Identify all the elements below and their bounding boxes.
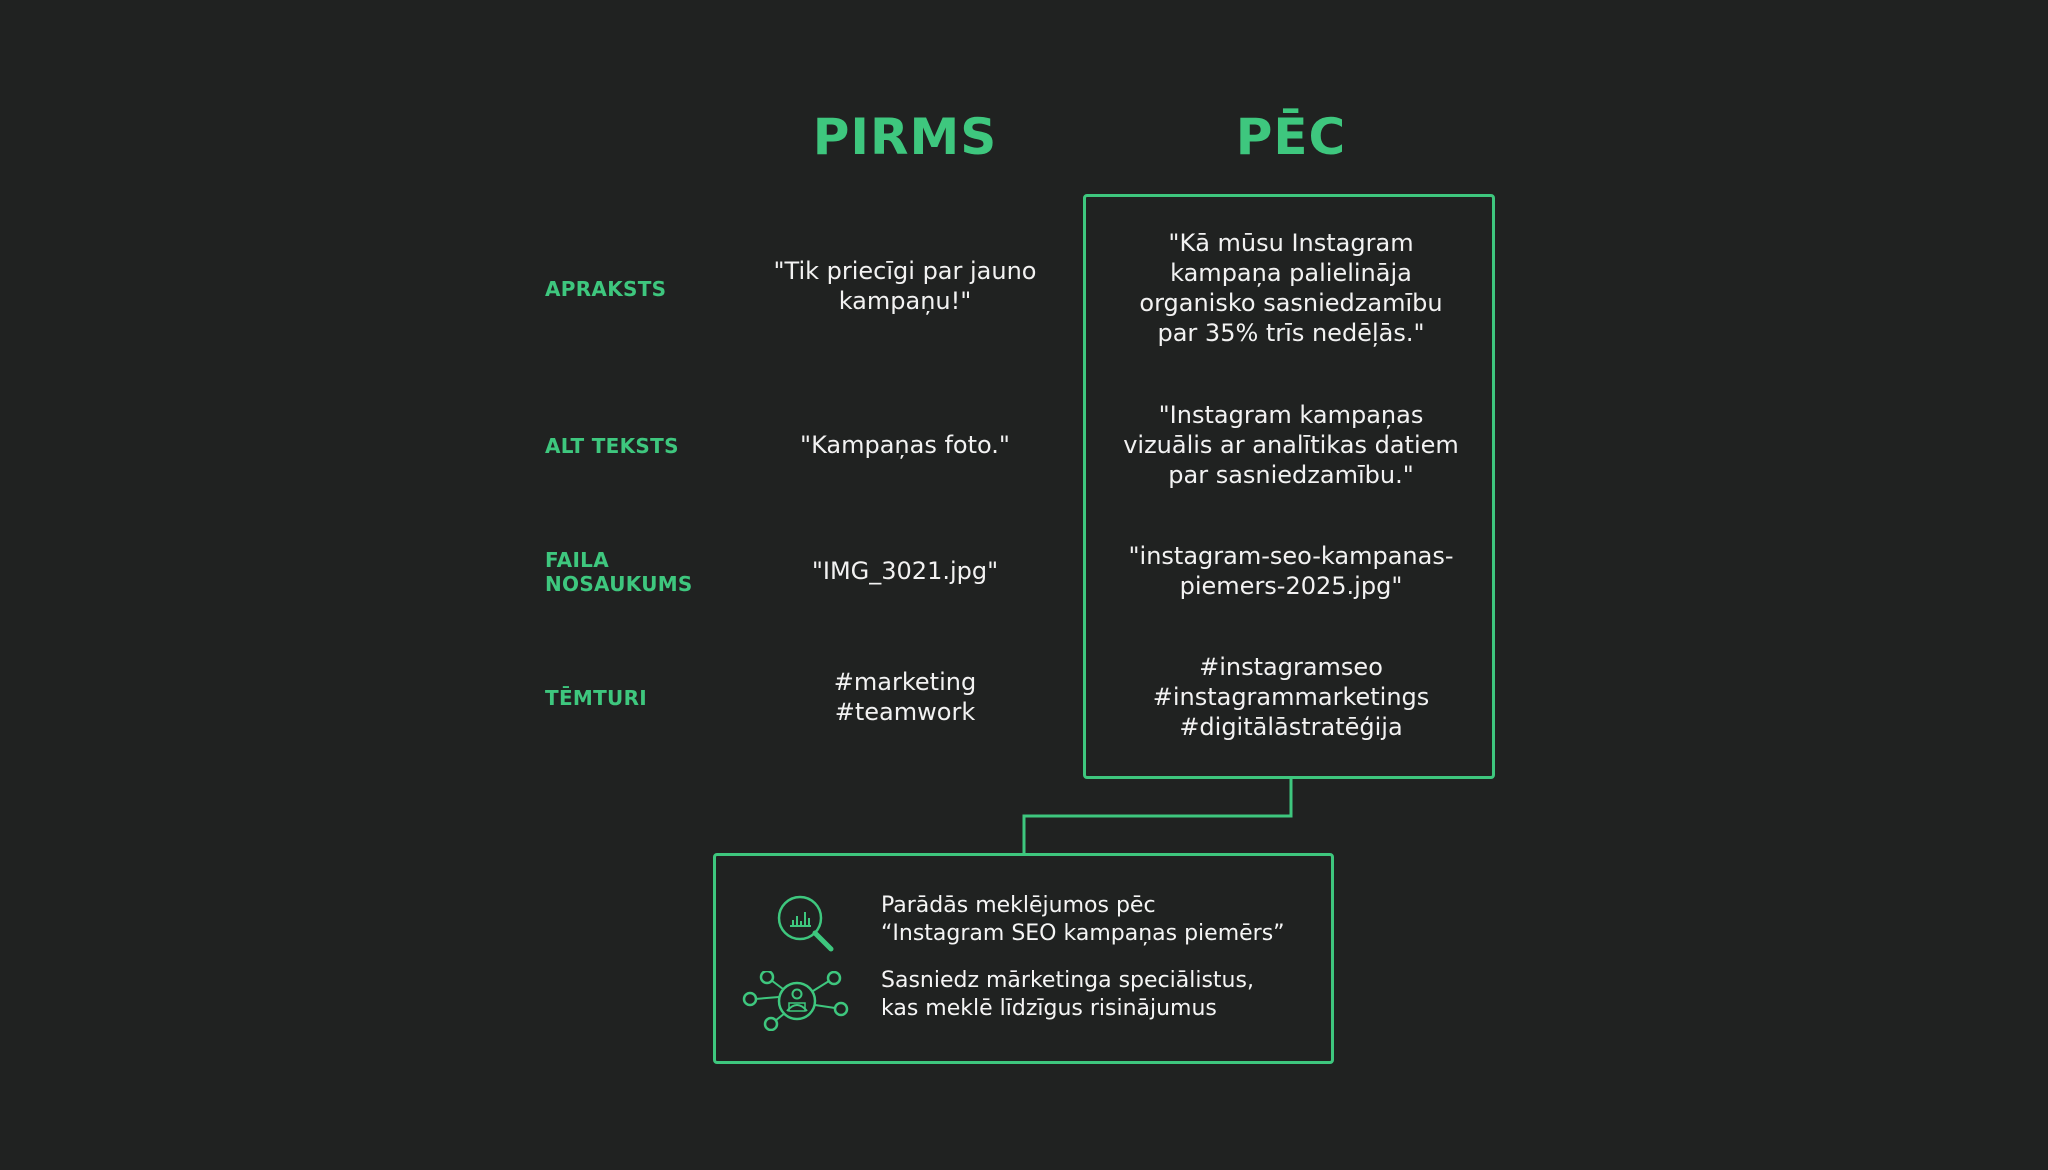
column-title-before: PIRMS [812,108,998,166]
before-alt-text: "Kampaņas foto." [800,431,1010,459]
result-box: Parādās meklējumos pēc “Instagram SEO ka… [713,853,1334,1064]
after-column-box [1083,194,1495,779]
search-analytics-icon [777,895,834,952]
result-search-text: Parādās meklējumos pēc “Instagram SEO ka… [881,893,1285,946]
row-label-hashtags: TĒMTURI [545,686,648,710]
network-people-icon [742,971,849,1031]
result-reach-text: Sasniedz mārketinga speciālistus, kas me… [881,968,1254,1021]
column-title-after: PĒC [1235,108,1347,166]
before-file-name: "IMG_3021.jpg" [811,557,999,585]
row-label-description: APRAKSTS [545,277,667,301]
row-label-alt-text: ALT TEKSTS [545,434,679,458]
after-alt-text: "Instagram kampaņas vizuālis ar analītik… [1123,401,1459,489]
after-description: "Kā mūsu Instagram kampaņa palielināja o… [1139,229,1443,347]
after-hashtags: #instagramseo #instagrammarketings #digi… [1152,653,1430,741]
before-description: "Tik priecīgi par jauno kampaņu!" [773,257,1037,315]
before-hashtags: #marketing #teamwork [833,668,977,726]
row-label-file-name: FAILA NOSAUKUMS [545,548,693,596]
after-file-name: "instagram-seo-kampanas- piemers-2025.jp… [1128,542,1454,600]
